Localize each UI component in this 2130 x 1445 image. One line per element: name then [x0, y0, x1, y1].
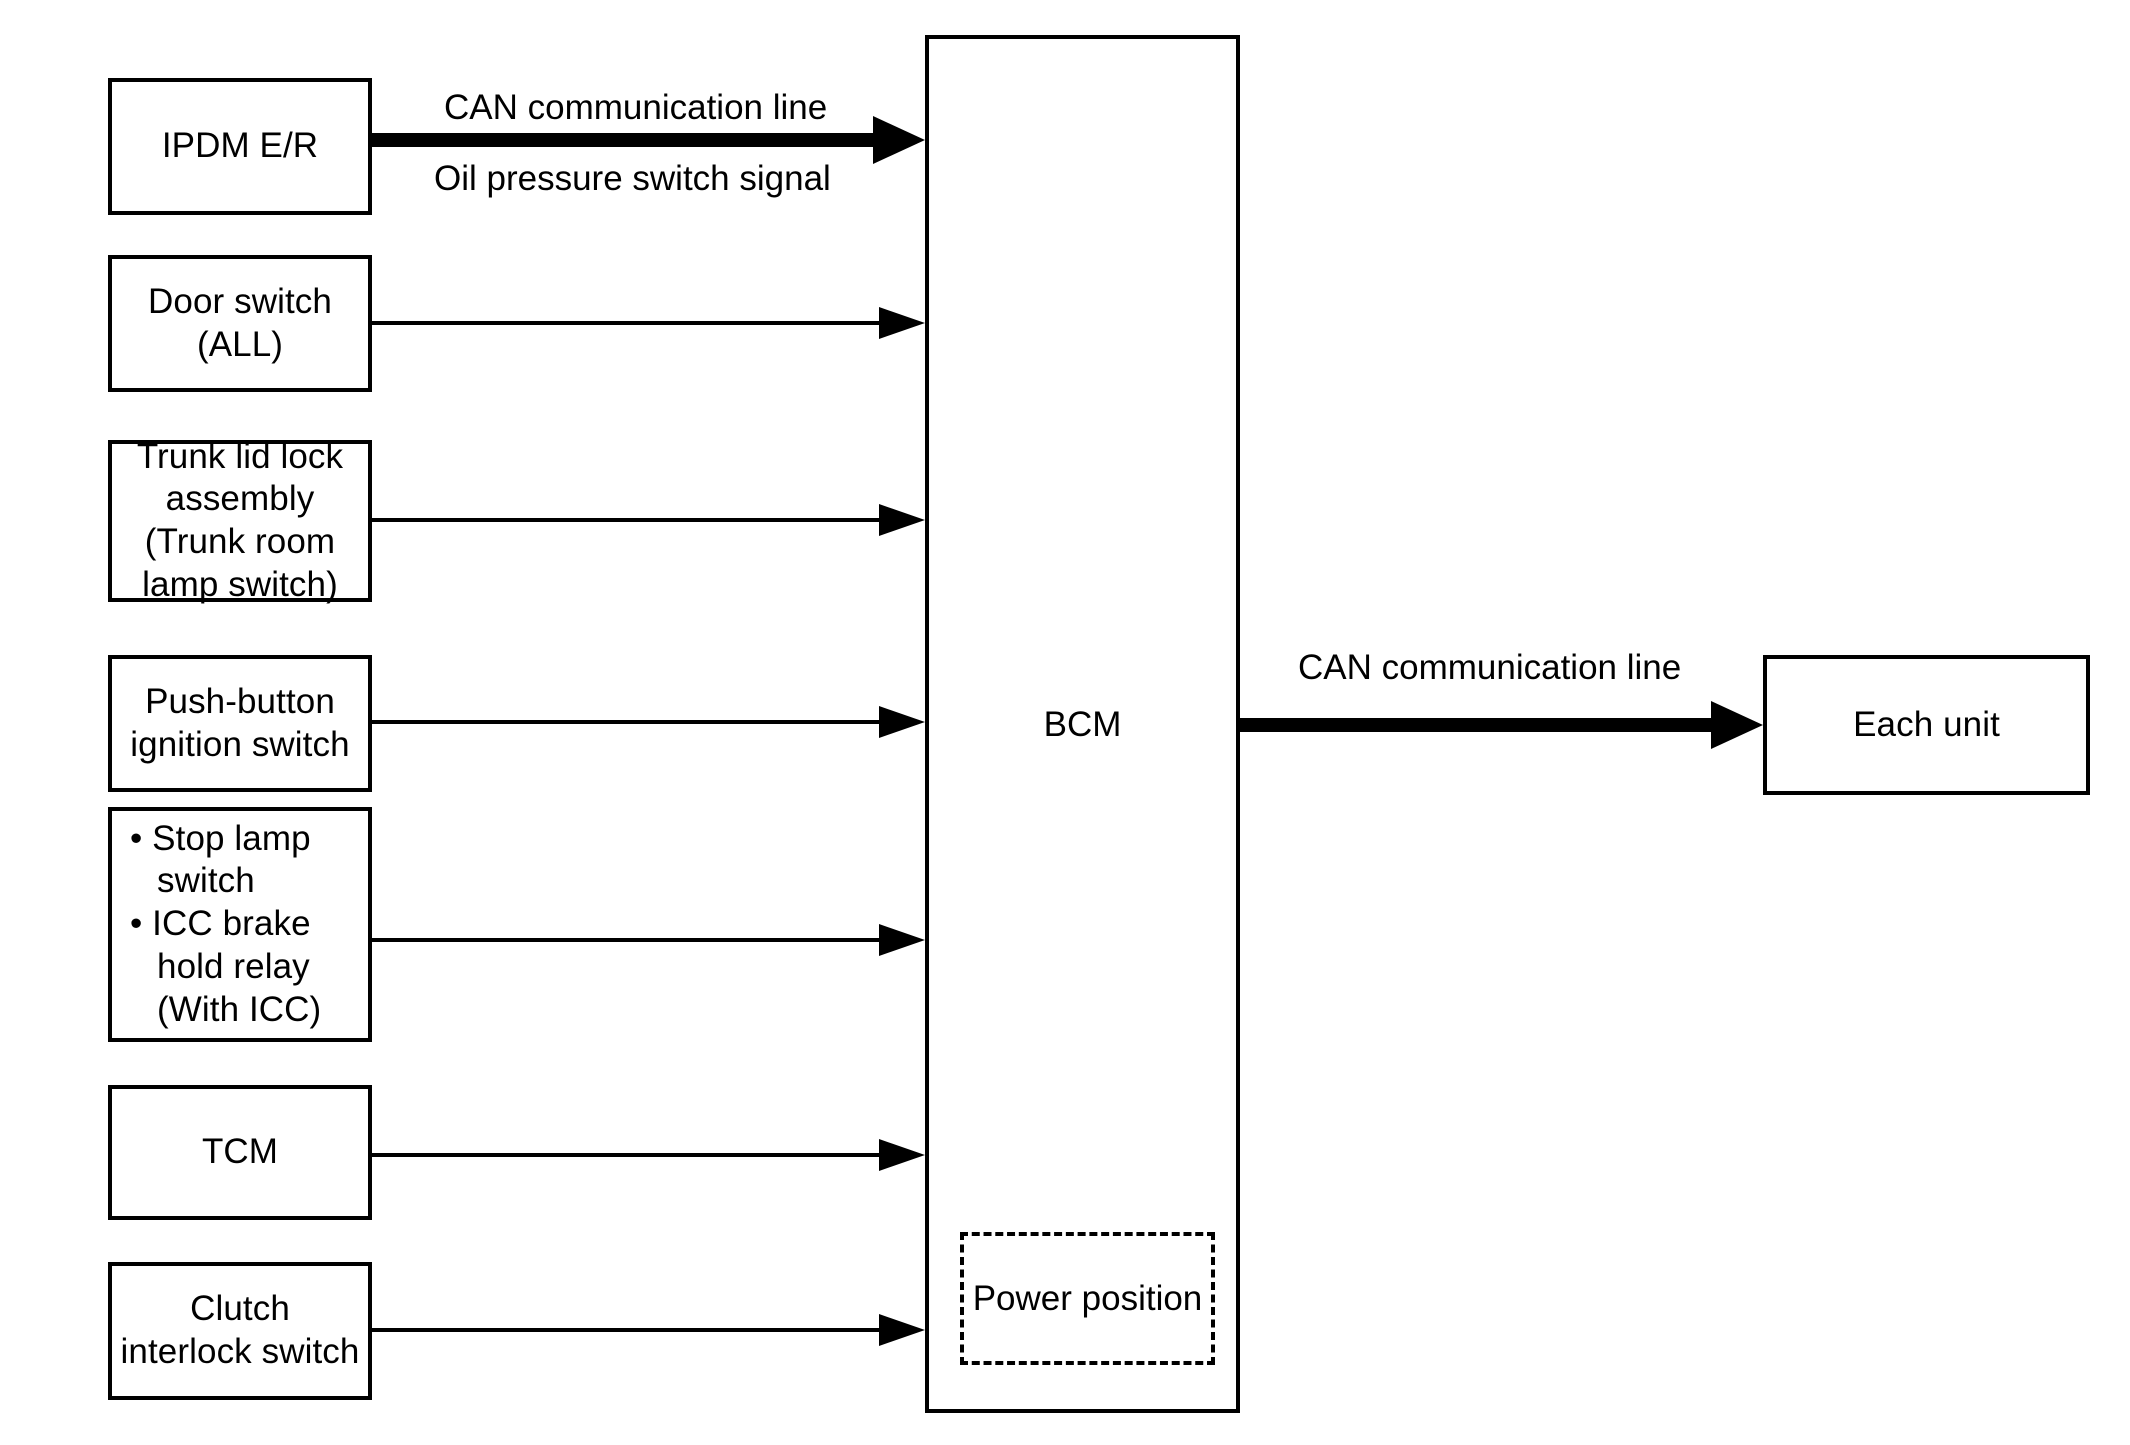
- node-tcm[interactable]: TCM: [108, 1085, 372, 1220]
- node-power-position-label: Power position: [972, 1278, 1203, 1318]
- edge-clutch-interlock-switch-to-bcm-arrowhead: [879, 1314, 925, 1346]
- node-power-position[interactable]: Power position: [960, 1232, 1215, 1365]
- node-door-switch[interactable]: Door switch (ALL): [108, 255, 372, 392]
- edge-ipdm-to-bcm-arrowhead: [873, 116, 925, 164]
- edge-bcm-to-each-unit-shaft: [1240, 718, 1711, 732]
- node-trunk-lid-lock-assembly-label: Trunk lid lock assembly (Trunk room lamp…: [136, 436, 344, 604]
- edge-tcm-to-bcm-arrowhead: [879, 1139, 925, 1171]
- edge-push-button-ignition-switch-to-bcm-shaft: [372, 720, 879, 724]
- node-trunk-lid-lock-assembly[interactable]: Trunk lid lock assembly (Trunk room lamp…: [108, 437, 372, 604]
- node-bcm-label: BCM: [1043, 705, 1122, 744]
- node-stop-lamp-switch-icc-brake-hold-relay[interactable]: • Stop lamp switch • ICC brake hold rela…: [108, 807, 372, 1042]
- edge-bcm-to-each-unit-arrowhead: [1711, 701, 1763, 749]
- edge-stop-lamp-icc-to-bcm-arrowhead: [879, 924, 925, 956]
- node-tcm-label: TCM: [201, 1132, 279, 1172]
- edge-stop-lamp-icc-to-bcm-shaft: [372, 938, 879, 942]
- node-bcm[interactable]: [925, 35, 1240, 1413]
- edge-label-can-communication-line-input: CAN communication line: [444, 88, 828, 127]
- edge-label-oil-pressure-switch-signal: Oil pressure switch signal: [434, 159, 831, 198]
- edge-door-switch-to-bcm-arrowhead: [879, 307, 925, 339]
- node-door-switch-label: Door switch (ALL): [148, 281, 332, 364]
- edge-push-button-ignition-switch-to-bcm-arrowhead: [879, 706, 925, 738]
- node-clutch-interlock-switch[interactable]: Clutch interlock switch: [108, 1262, 372, 1400]
- node-stop-lamp-switch-icc-brake-hold-relay-label: • Stop lamp switch • ICC brake hold rela…: [130, 818, 322, 1029]
- edge-ipdm-to-bcm-shaft: [372, 133, 873, 147]
- edge-label-can-communication-line-output: CAN communication line: [1298, 648, 1682, 687]
- node-ipdm-er-label: IPDM E/R: [161, 126, 319, 166]
- node-clutch-interlock-switch-label: Clutch interlock switch: [120, 1289, 360, 1371]
- edge-trunk-lid-lock-assembly-to-bcm-arrowhead: [879, 504, 925, 536]
- edge-clutch-interlock-switch-to-bcm-shaft: [372, 1328, 879, 1332]
- node-push-button-ignition-switch-label: Push-button ignition switch: [130, 681, 350, 764]
- edge-tcm-to-bcm-shaft: [372, 1153, 879, 1157]
- node-ipdm-er[interactable]: IPDM E/R: [108, 78, 372, 215]
- node-each-unit[interactable]: Each unit: [1763, 655, 2090, 795]
- node-push-button-ignition-switch[interactable]: Push-button ignition switch: [108, 655, 372, 792]
- edge-trunk-lid-lock-assembly-to-bcm-shaft: [372, 518, 879, 522]
- edge-door-switch-to-bcm-shaft: [372, 321, 879, 325]
- node-each-unit-label: Each unit: [1853, 704, 2000, 744]
